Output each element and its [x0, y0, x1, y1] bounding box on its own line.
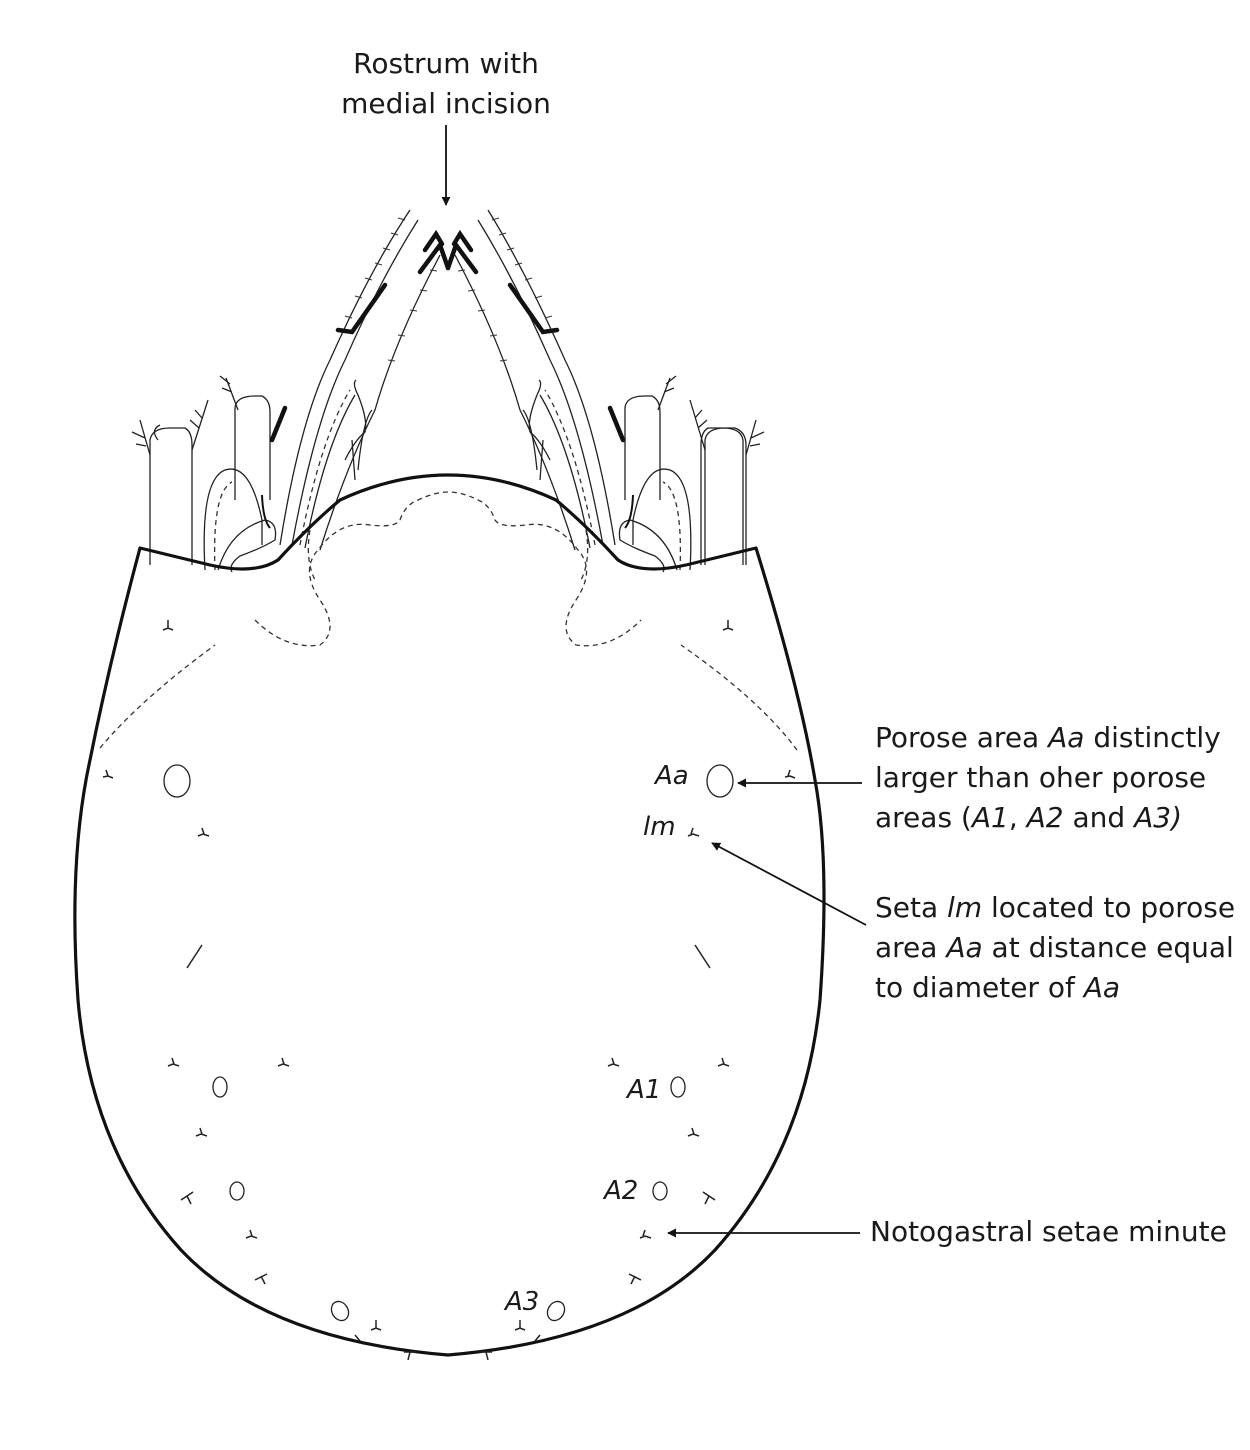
callout-seta-lm-line3: to diameter of Aa [875, 971, 1120, 1004]
callout-porose-aa-line3: areas (A1, A2 and A3) [875, 801, 1182, 834]
notogastral-setae [102, 620, 796, 1361]
porose-area-a3-right [546, 1300, 566, 1322]
callout-rostrum-line1: Rostrum with [353, 47, 539, 80]
legs-left [131, 209, 441, 573]
callout-porose-aa: Porose area Aa distinctly larger than oh… [875, 721, 1221, 834]
callout-seta-lm-line1: Seta lm located to porose [875, 891, 1235, 924]
label-lm: lm [643, 812, 676, 842]
prodorsal-dashed-outline [254, 491, 642, 647]
arrow-seta-lm [711, 842, 867, 926]
callout-seta-lm: Seta lm located to porose area Aa at dis… [875, 891, 1235, 1004]
callout-porose-aa-line1: Porose area Aa distinctly [875, 721, 1221, 754]
callout-rostrum: Rostrum with medial incision [341, 47, 551, 120]
lamella-dashed-left [99, 644, 216, 749]
porose-area-aa-right [706, 764, 734, 798]
seta-barbs [344, 217, 553, 362]
porose-area-aa-left [163, 764, 191, 798]
callout-notogastral-setae: Notogastral setae minute [870, 1215, 1227, 1248]
legs-right [454, 209, 765, 573]
porose-area-a3-left [330, 1300, 350, 1322]
porose-areas [163, 764, 734, 1322]
label-a2: A2 [602, 1176, 638, 1206]
callout-rostrum-line2: medial incision [341, 87, 551, 120]
notogaster-outline [73, 473, 826, 1357]
label-a1: A1 [625, 1075, 661, 1105]
porose-area-a2-left [229, 1181, 245, 1201]
label-aa: Aa [653, 761, 689, 791]
porose-area-a1-left [212, 1076, 228, 1098]
callout-porose-aa-line2: larger than oher porose [875, 761, 1206, 794]
label-a3: A3 [503, 1287, 539, 1317]
callout-seta-lm-line2: area Aa at distance equal [875, 931, 1234, 964]
lamella-dashed-right [680, 644, 798, 751]
sclerite-bars [269, 282, 626, 443]
porose-area-a2-right [652, 1181, 668, 1201]
rostrum-tip [417, 229, 479, 275]
porose-area-a1-right [670, 1076, 686, 1098]
